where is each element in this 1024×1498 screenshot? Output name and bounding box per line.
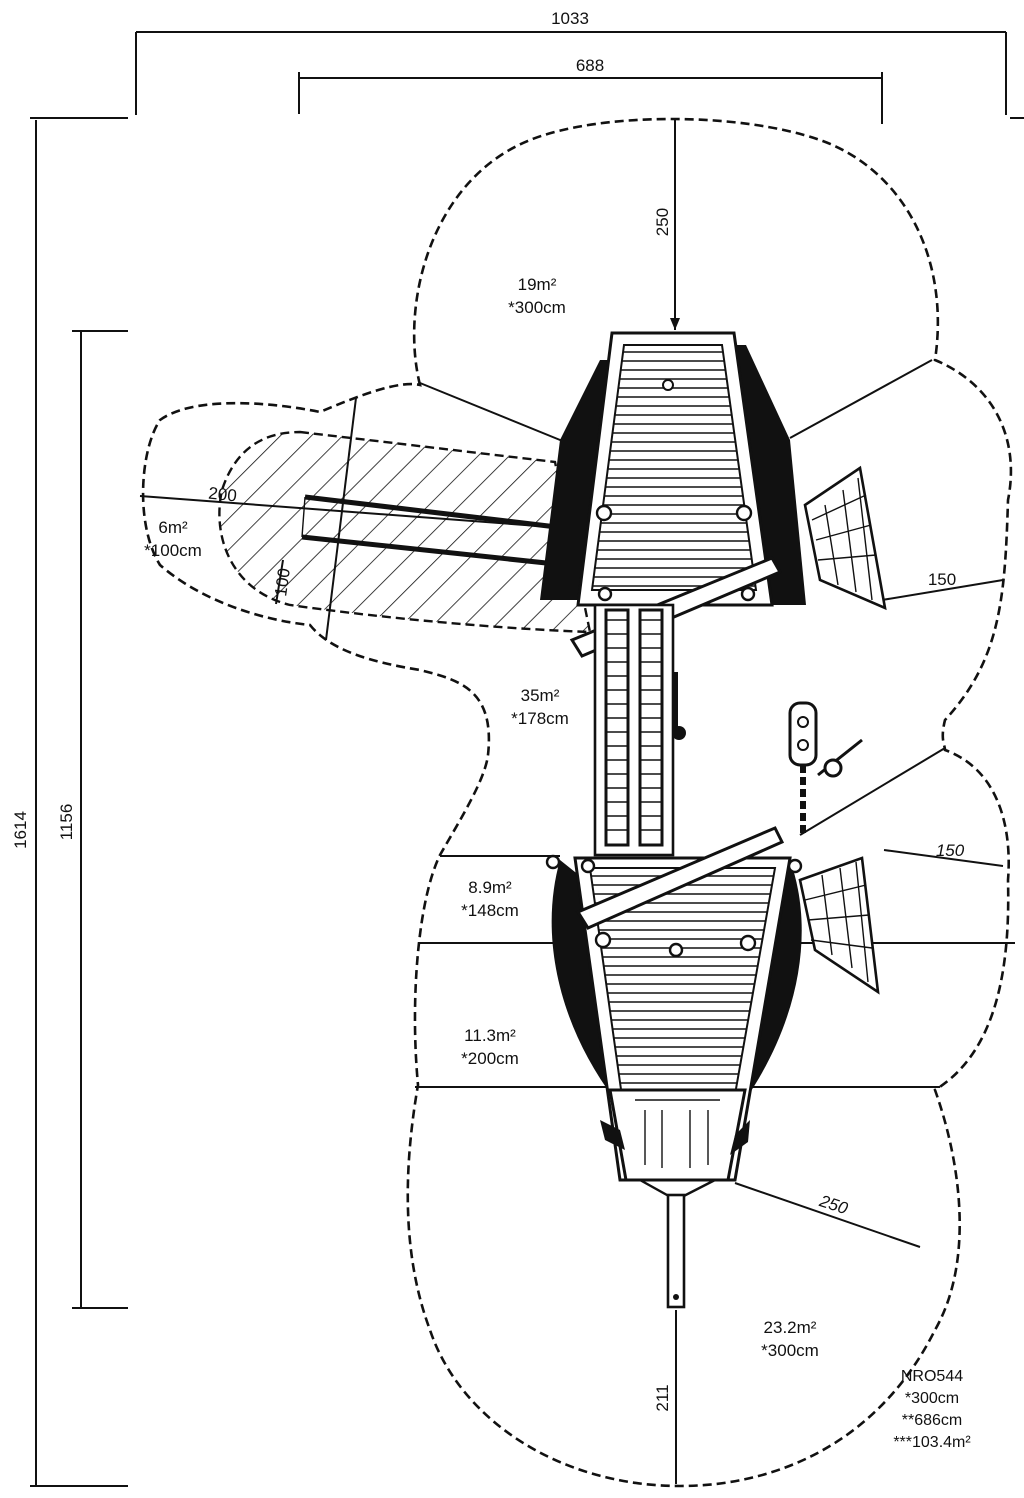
zone-area: 23.2m² [764,1318,817,1337]
zone-label-stern: 19m² *300cm [508,275,566,317]
bridge [593,603,686,857]
spec-block: NRO544 *300cm **686cm ***103.4m² [893,1368,971,1451]
dimension-right-lower: 150 [883,841,1004,867]
dimension-inner-width: 688 [298,56,883,124]
dimension-overall-width: 1033 [30,9,1024,119]
zone-area: 35m² [521,686,560,705]
bridge-rungs [606,619,662,831]
zone-height: *200cm [461,1049,519,1068]
spec-line: *300cm [905,1390,959,1407]
dimension-lower-right-diag: 250 [734,1182,921,1248]
dimension-top-clearance: 250 [653,120,680,330]
zone-height: *300cm [761,1341,819,1360]
zone-dividers [139,359,1015,1088]
dimension-inner-height: 1156 [57,330,128,1309]
inner-height-label: 1156 [57,804,76,841]
zone-label-left-arm: 6m² *100cm [144,518,202,560]
right-upper-label: 150 [928,570,956,589]
top-clearance-label: 250 [653,208,672,236]
product-code: NRO544 [901,1368,963,1385]
spec-line: ***103.4m² [893,1434,971,1451]
dimension-right-upper: 150 [881,570,1004,601]
dimension-left-arm: 200 100 [207,484,294,605]
spec-line: **686cm [902,1412,962,1429]
dimension-bottom-clearance: 211 [653,1310,677,1484]
zone-area: 6m² [158,518,188,537]
ship-bow [600,1088,750,1309]
left-arm-width-label: 100 [271,567,294,598]
diagonal-plank-lower [575,826,785,930]
upper-deck-planks [592,351,756,587]
bottom-clearance-label: 211 [653,1384,672,1411]
overall-width-label: 1033 [551,9,589,28]
zone-area: 11.3m² [464,1026,516,1045]
zone-height: *300cm [508,298,566,317]
hatched-zone [218,430,592,634]
bell-and-rope [788,701,863,835]
climbing-net-upper [803,465,887,611]
zone-label-bridge: 35m² *178cm [511,686,569,728]
zone-label-mid-deck: 8.9m² *148cm [461,878,519,920]
zone-height: *178cm [511,709,569,728]
right-lower-label: 150 [936,841,965,860]
zone-label-lower-deck: 11.3m² *200cm [461,1026,519,1068]
dimension-overall-height: 1614 [11,120,128,1487]
lower-deck-posts [545,854,803,958]
lower-right-diag-label: 250 [816,1191,850,1218]
zone-label-bow: 23.2m² *300cm [761,1318,819,1360]
balance-beams [301,494,566,568]
upper-deck-posts [595,379,756,602]
left-arm-length-label: 200 [207,484,237,506]
zone-area: 8.9m² [468,878,512,897]
overall-height-label: 1614 [11,811,30,849]
climbing-net-lower [798,856,880,995]
inner-width-label: 688 [576,56,604,75]
zone-height: *148cm [461,901,519,920]
zone-area: 19m² [518,275,557,294]
zone-height: *100cm [144,541,202,560]
safety-zone-outline [141,117,1013,1488]
